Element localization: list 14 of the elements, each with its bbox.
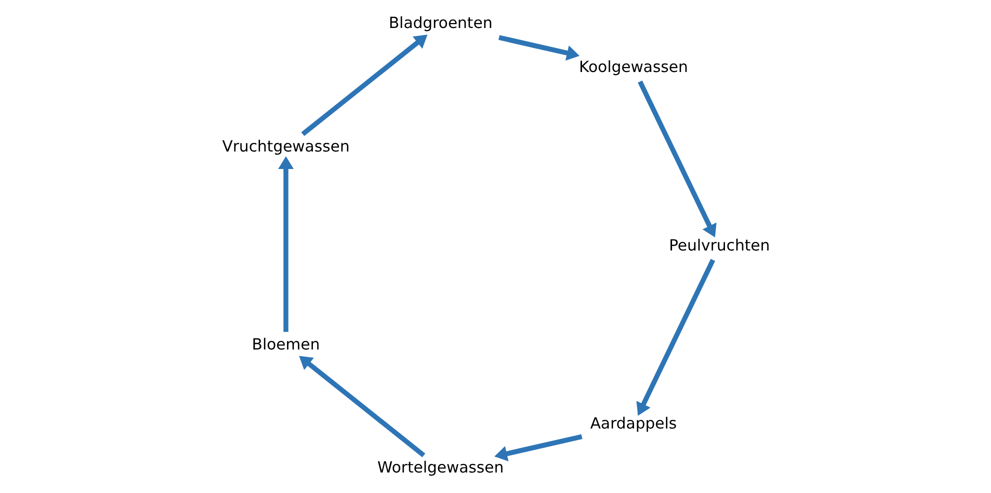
node-text: Aardappels — [590, 414, 676, 433]
arrow — [278, 156, 294, 332]
node-text: Peulvruchten — [668, 236, 770, 254]
node-text: Koolgewassen — [578, 58, 688, 76]
arrow — [298, 356, 425, 458]
node-text: Vruchtgewassen — [222, 137, 350, 156]
node-text: Bladgroenten — [388, 14, 492, 32]
arrow — [636, 258, 715, 416]
arrow — [494, 434, 582, 462]
arrow — [637, 80, 716, 238]
arrow — [300, 34, 427, 136]
node-text: Wortelgewassen — [376, 458, 504, 477]
arrow — [498, 35, 580, 61]
node-text: Bloemen — [251, 335, 320, 354]
